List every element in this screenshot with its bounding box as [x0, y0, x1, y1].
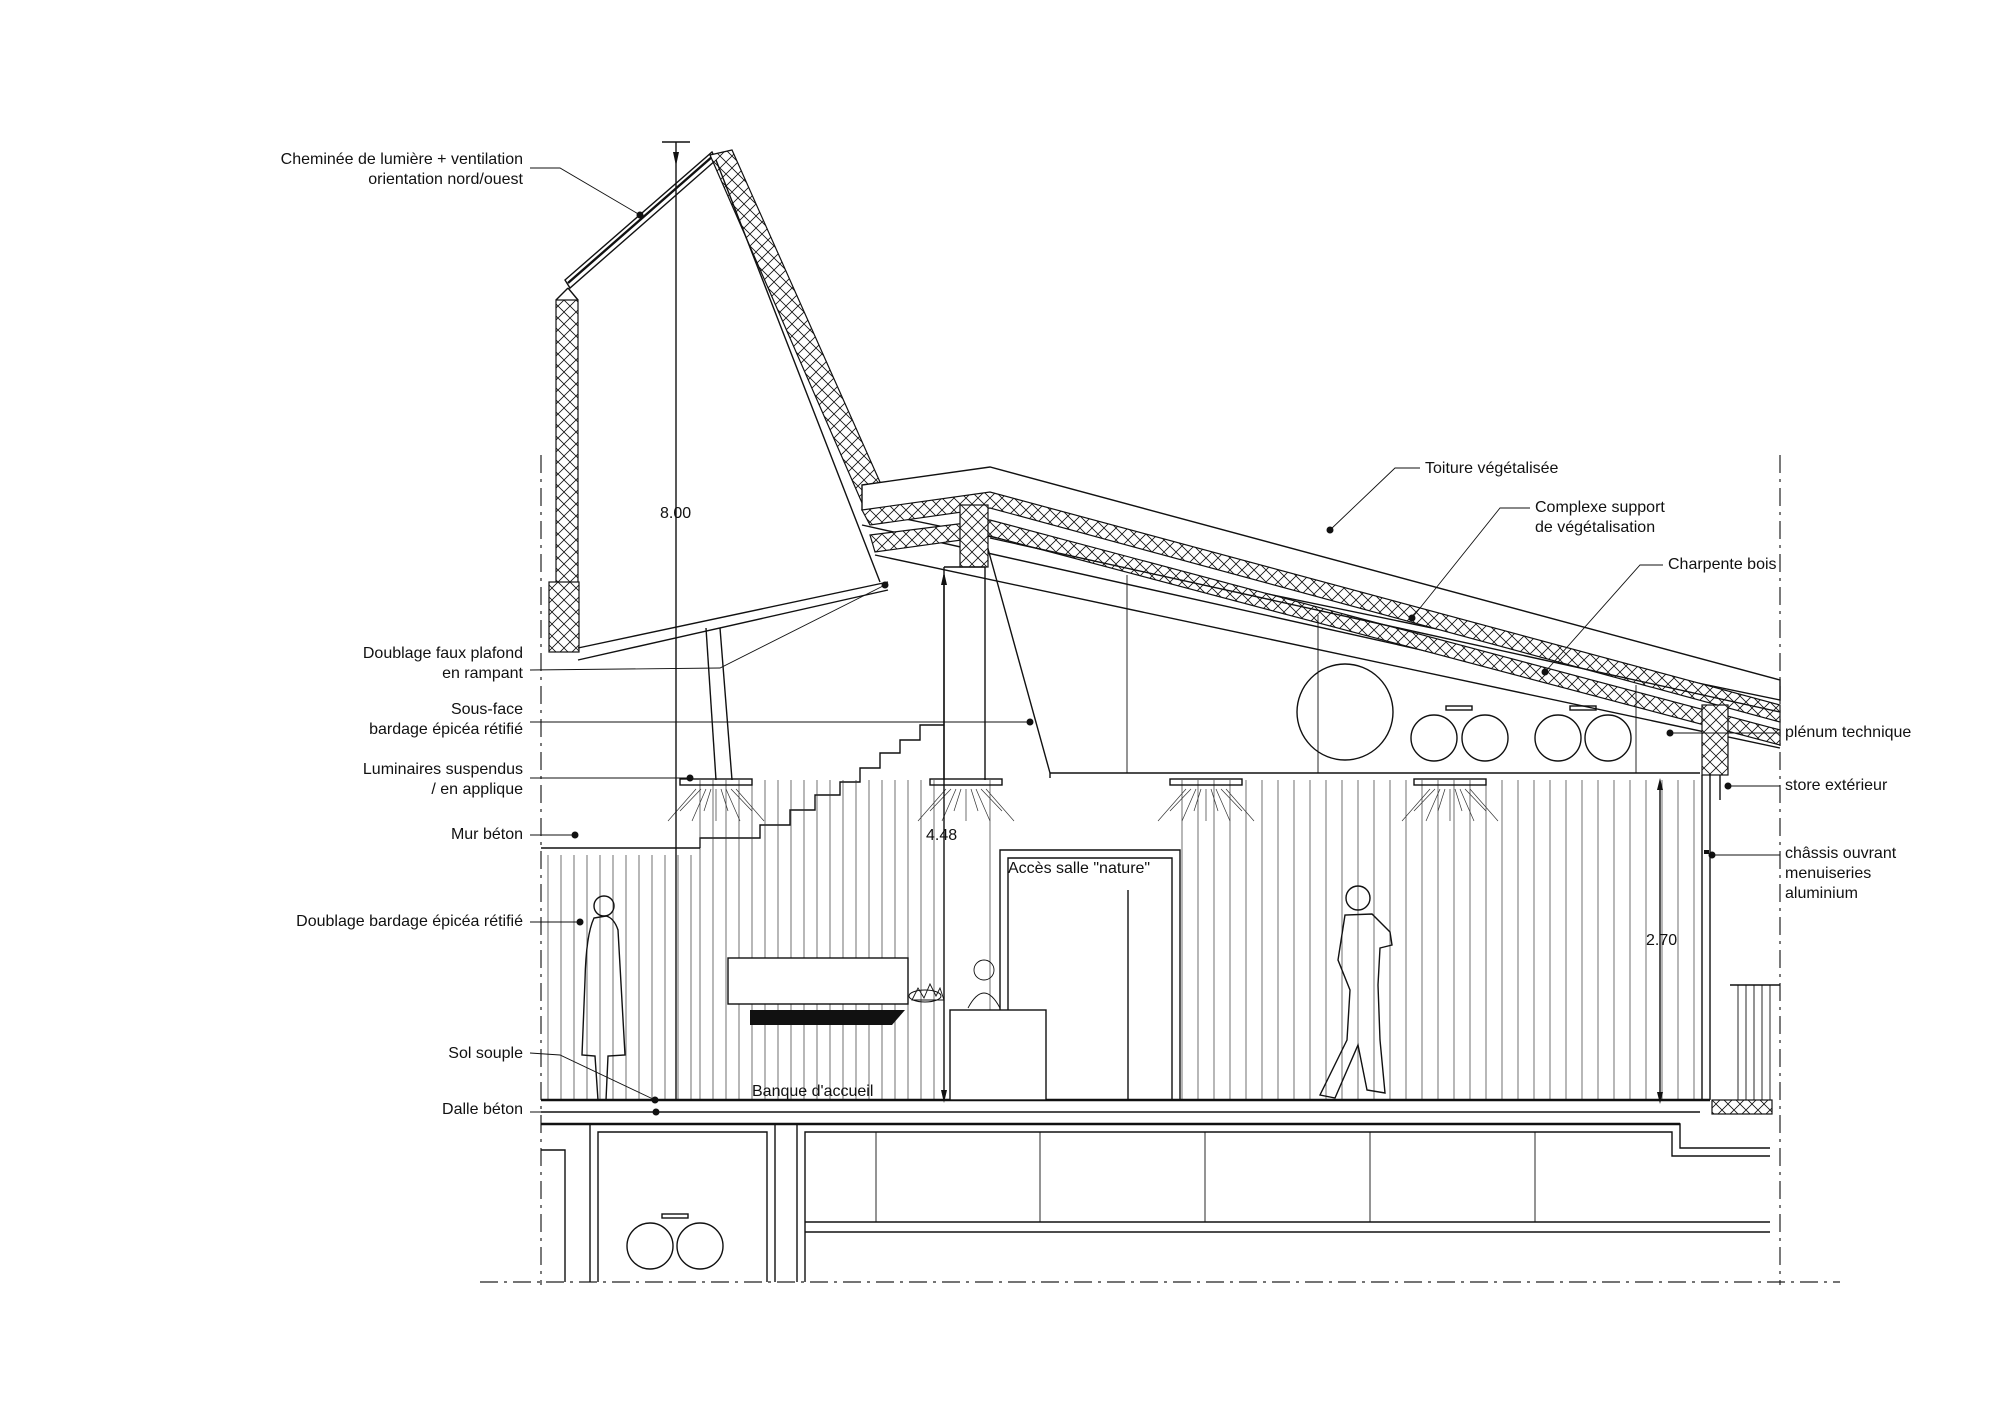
dimension-mid-height: 4.48	[926, 827, 957, 844]
label-chassis-line1: châssis ouvrant	[1785, 845, 1897, 862]
wall-cladding-slats	[541, 780, 1695, 1100]
label-complexe-line2: de végétalisation	[1535, 519, 1655, 536]
circular-duct-icon	[1296, 663, 1394, 761]
label-sous-face-line1: Sous-face	[451, 701, 523, 718]
stepped-ceiling	[699, 724, 944, 848]
label-acces-salle: Accès salle "nature"	[1008, 860, 1150, 877]
dimension-total-height: 8.00	[660, 505, 691, 522]
label-chassis-line2: menuiseries	[1785, 865, 1871, 882]
doorway-nature	[999, 849, 1181, 1100]
label-doublage-faux-plafond-line1: Doublage faux plafond	[363, 645, 523, 662]
plenum-ducts	[626, 663, 1632, 1270]
luminaires	[667, 778, 1499, 822]
luminaire-icon	[1401, 778, 1499, 822]
label-sous-face-line2: bardage épicéa rétifié	[369, 721, 523, 738]
circular-duct-icon	[676, 1222, 724, 1270]
circular-duct-icon	[1461, 714, 1509, 762]
label-cheminee-line1: Cheminée de lumière + ventilation	[281, 151, 523, 168]
person-silhouette-icon	[1318, 885, 1393, 1099]
circular-duct-icon	[1410, 714, 1458, 762]
luminaire-icon	[917, 778, 1015, 822]
plant-icon	[908, 982, 945, 1003]
label-mur-beton: Mur béton	[451, 826, 523, 843]
label-luminaires-line1: Luminaires suspendus	[363, 761, 523, 778]
label-toiture-vegetalisee: Toiture végétalisée	[1425, 460, 1559, 477]
person-silhouette-icon	[581, 895, 626, 1101]
label-dalle-beton: Dalle béton	[442, 1101, 523, 1118]
label-doublage-bardage: Doublage bardage épicéa rétifié	[296, 913, 523, 930]
dimension-lines	[662, 141, 1663, 1104]
vent-stack	[943, 504, 989, 780]
leader-lines	[529, 167, 1780, 1116]
label-store-exterieur: store extérieur	[1785, 777, 1888, 794]
label-complexe-line1: Complexe support	[1535, 499, 1665, 516]
label-sol-souple: Sol souple	[448, 1045, 523, 1062]
floor-structure	[541, 1098, 1773, 1282]
light-chimney	[548, 149, 889, 661]
pendant-stem-left	[705, 627, 733, 781]
axis-lines	[480, 455, 1840, 1285]
facade-window	[1701, 704, 1780, 1100]
label-banque-accueil: Banque d'accueil	[752, 1083, 873, 1100]
circular-duct-icon	[1534, 714, 1582, 762]
label-luminaires-line2: / en applique	[431, 781, 523, 798]
label-doublage-faux-plafond-line2: en rampant	[442, 665, 523, 682]
label-plenum-technique: plénum technique	[1785, 724, 1911, 741]
circular-duct-icon	[626, 1222, 674, 1270]
dimension-ceiling-height: 2.70	[1646, 932, 1677, 949]
label-chassis-line3: aluminium	[1785, 885, 1858, 902]
reception-desk	[727, 957, 1047, 1101]
circular-duct-icon	[1584, 714, 1632, 762]
label-cheminee-line2: orientation nord/ouest	[368, 171, 523, 188]
green-roof	[861, 466, 1781, 778]
luminaire-icon	[1157, 778, 1255, 822]
label-charpente-bois: Charpente bois	[1668, 556, 1777, 573]
luminaire-icon	[667, 778, 765, 822]
